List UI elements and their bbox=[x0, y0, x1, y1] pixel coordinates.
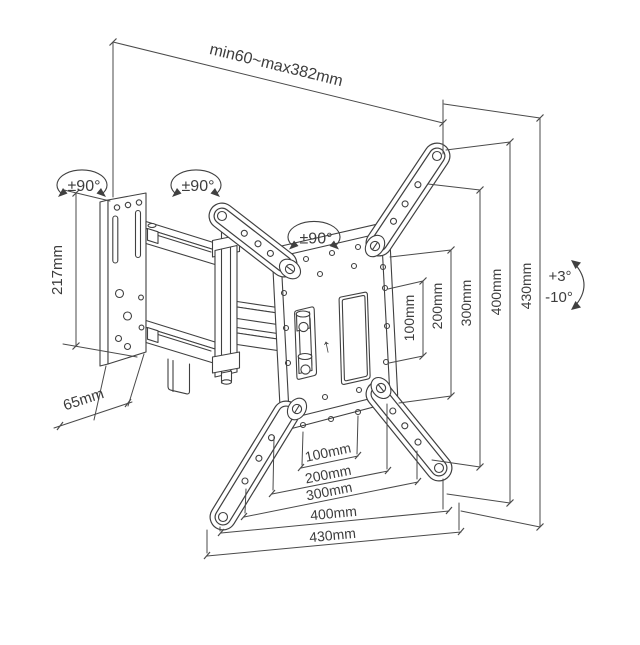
vesa-vertical-label-100: 100mm bbox=[401, 295, 417, 342]
vesa-horizontal-label-430: 430mm bbox=[309, 525, 357, 545]
rotation-arrow-icon bbox=[289, 240, 299, 250]
vesa-vertical-label-430: 430mm bbox=[518, 263, 534, 310]
rotation-indicator-plate: ±90° bbox=[287, 220, 341, 250]
x-arm-upper-right bbox=[365, 142, 451, 257]
dimension-extension-range: min60~max382mm bbox=[109, 38, 447, 198]
swivel-label-2: ±90° bbox=[182, 178, 215, 195]
wall-plate-height-label: 217mm bbox=[49, 245, 66, 295]
up-arrow-icon: ↑ bbox=[320, 335, 334, 358]
cable-clip bbox=[167, 358, 191, 395]
rotation-arrow-icon bbox=[58, 188, 68, 197]
vesa-vertical-label-200: 200mm bbox=[429, 283, 445, 330]
rotation-arrow-icon bbox=[96, 188, 106, 197]
rotation-arrow-icon bbox=[210, 188, 220, 197]
elbow-post bbox=[211, 227, 241, 385]
vesa-vertical-dimensions: 100mm 200mm 300mm 400mm 430mm bbox=[387, 103, 544, 531]
dimension-wall-plate-height: 217mm bbox=[49, 189, 138, 358]
tilt-bracket bbox=[294, 306, 318, 380]
mounting-arm bbox=[145, 220, 216, 395]
rotation-arrow-icon bbox=[172, 188, 182, 197]
vesa-cutout bbox=[338, 291, 371, 385]
rotation-arrow-icon bbox=[329, 240, 339, 250]
swivel-label-3: ±90° bbox=[300, 231, 333, 248]
rotation-indicator-elbow: ±90° bbox=[170, 169, 222, 197]
extension-range-label: min60~max382mm bbox=[208, 41, 345, 90]
vesa-vertical-label-400: 400mm bbox=[488, 269, 504, 316]
tilt-indicator: +3° -10° bbox=[545, 260, 585, 310]
rotation-indicator-wall: ±90° bbox=[56, 169, 108, 197]
wall-plate bbox=[99, 192, 147, 367]
swivel-label-1: ±90° bbox=[68, 178, 101, 195]
tilt-down-label: -10° bbox=[545, 289, 573, 306]
vesa-horizontal-label-100: 100mm bbox=[303, 439, 352, 464]
pivot-bosses bbox=[278, 234, 392, 421]
vesa-vertical-label-300: 300mm bbox=[458, 280, 474, 327]
tilt-up-label: +3° bbox=[548, 268, 571, 285]
vesa-horizontal-label-400: 400mm bbox=[310, 503, 358, 523]
wall-plate-width-label: 65mm bbox=[61, 385, 106, 414]
tilt-arrow-icon bbox=[574, 263, 585, 307]
x-arm-lower-left bbox=[209, 400, 300, 531]
dimension-wall-plate-width: 65mm bbox=[53, 353, 145, 431]
x-arm-upper-left bbox=[208, 202, 298, 278]
x-arm-lower-right bbox=[365, 380, 453, 482]
